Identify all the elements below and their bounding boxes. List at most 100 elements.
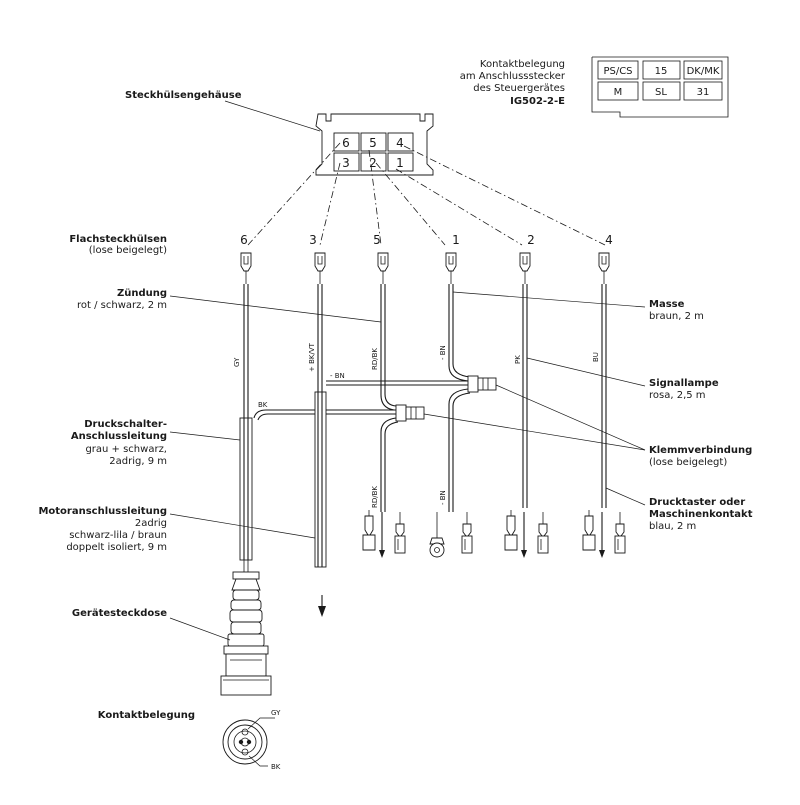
end-terminal-group-2b bbox=[461, 512, 473, 554]
label-kontaktbelegung: Kontaktbelegung bbox=[98, 710, 195, 721]
contact-cell-2 bbox=[642, 60, 681, 80]
wire-code-pk: PK bbox=[514, 355, 522, 364]
socket-contact-view bbox=[222, 717, 275, 767]
label-zuendung: Zündung bbox=[117, 288, 167, 299]
wire-code-rdbk-lower: RD/BK bbox=[371, 486, 379, 508]
flat-terminal-1 bbox=[445, 252, 457, 284]
connector-housing: 6 5 4 3 2 1 bbox=[315, 113, 434, 176]
contact-cell-5 bbox=[642, 81, 681, 101]
wire-code-bn-lower: - BN bbox=[439, 490, 447, 505]
assign-line-4 bbox=[403, 145, 606, 246]
label-klemm: Klemmverbindung bbox=[649, 445, 752, 456]
terminal-number-4: 4 bbox=[605, 233, 613, 247]
wire-code-bn: - BN bbox=[439, 345, 447, 360]
end-terminals bbox=[362, 510, 626, 558]
end-terminal-group-3b bbox=[537, 512, 549, 554]
pressure-switch-cable bbox=[239, 417, 253, 561]
housing-pin-5: 5 bbox=[369, 136, 377, 150]
label-zuendung-sub: rot / schwarz, 2 m bbox=[77, 300, 167, 311]
leader-druckschalter bbox=[169, 431, 241, 441]
flat-terminal-3 bbox=[314, 252, 326, 284]
assign-line-6 bbox=[247, 142, 341, 246]
end-terminal-group-4 bbox=[582, 510, 605, 558]
housing-pin-3: 3 bbox=[342, 156, 350, 170]
terminal-number-6: 6 bbox=[240, 233, 248, 247]
housing-leader bbox=[224, 100, 321, 132]
wire-code-gy: GY bbox=[233, 357, 241, 367]
wire-bn-upper bbox=[448, 284, 469, 382]
housing-cell-3 bbox=[333, 152, 360, 172]
label-druckschalter-2: Anschlussleitung bbox=[71, 431, 167, 442]
label-masse-sub: braun, 2 m bbox=[649, 311, 704, 322]
assign-line-1 bbox=[395, 168, 523, 246]
contact-caption-line-1: Kontaktbelegung bbox=[480, 59, 565, 70]
contact-table: PS/CS 15 DK/MK M SL 31 bbox=[591, 56, 729, 118]
wire-code-rdbk: RD/BK bbox=[371, 348, 379, 370]
contact-cell-1 bbox=[597, 60, 639, 80]
housing-pin-2: 2 bbox=[369, 156, 377, 170]
flat-terminal-2 bbox=[519, 252, 531, 284]
terminal-number-1: 1 bbox=[452, 233, 460, 247]
wire-code-bu: BU bbox=[592, 352, 600, 362]
contact-caption-line-3: des Steuergerätes bbox=[473, 83, 565, 94]
end-terminal-group-4b bbox=[614, 512, 626, 554]
flat-terminal-sublabel: (lose beigelegt) bbox=[89, 245, 167, 256]
flat-terminal-5 bbox=[377, 252, 389, 284]
housing-label: Steckhülsengehäuse bbox=[125, 90, 242, 101]
housing-pin-1: 1 bbox=[396, 156, 404, 170]
motor-cable bbox=[314, 391, 327, 568]
contact-cell-4 bbox=[597, 81, 639, 101]
clamp-connector-1 bbox=[467, 375, 497, 393]
housing-pin-6: 6 bbox=[342, 136, 350, 150]
motor-arrow bbox=[318, 595, 326, 617]
wires bbox=[243, 284, 607, 512]
contact-caption: Kontaktbelegung am Anschlussstecker des … bbox=[460, 59, 566, 107]
end-terminal-group-1b bbox=[394, 512, 406, 554]
contact-cell-text-4: M bbox=[614, 87, 623, 98]
contact-cell-text-3: DK/MK bbox=[687, 66, 720, 77]
flat-terminal-6 bbox=[240, 252, 252, 284]
pin-assignment-lines bbox=[247, 142, 606, 246]
label-drucktaster-2: Maschinenkontakt bbox=[649, 509, 753, 520]
leader-signallampe bbox=[526, 357, 646, 387]
label-signallampe-sub: rosa, 2,5 m bbox=[649, 390, 706, 401]
socket-code-bk: BK bbox=[271, 763, 281, 771]
terminal-number-5: 5 bbox=[373, 233, 381, 247]
contact-cell-6 bbox=[683, 81, 723, 101]
label-masse: Masse bbox=[649, 299, 685, 310]
assign-line-5 bbox=[368, 149, 382, 246]
wire-code-bn-horizontal: - BN bbox=[330, 372, 345, 380]
label-druckschalter: Druckschalter- bbox=[84, 419, 167, 430]
contact-cell-text-1: PS/CS bbox=[603, 66, 632, 77]
contact-cell-3 bbox=[683, 60, 723, 80]
contact-caption-line-2: am Anschlussstecker bbox=[460, 71, 566, 82]
housing-cell-1 bbox=[387, 152, 414, 172]
leader-klemm-2 bbox=[423, 413, 646, 451]
contact-caption-model: IG502-2-E bbox=[510, 96, 565, 107]
contact-cell-text-5: SL bbox=[655, 87, 667, 98]
label-druckschalter-4: 2adrig, 9 m bbox=[109, 456, 167, 467]
label-motor: Motoranschlussleitung bbox=[38, 506, 167, 517]
clamp-connector-2 bbox=[395, 404, 425, 422]
wire-code-bk: BK bbox=[258, 401, 268, 409]
leader-zuendung bbox=[169, 295, 382, 323]
end-terminal-group-1 bbox=[362, 510, 385, 558]
label-drucktaster-3: blau, 2 m bbox=[649, 521, 696, 532]
contact-cell-text-2: 15 bbox=[655, 66, 668, 77]
wire-code-bkvt: + BK/VT bbox=[308, 342, 316, 372]
device-socket bbox=[220, 560, 272, 696]
housing-cell-4 bbox=[387, 132, 414, 152]
wire-bk-horizontal bbox=[253, 409, 316, 419]
housing-pin-4: 4 bbox=[396, 136, 404, 150]
wire-rdbk-upper bbox=[380, 284, 395, 411]
assign-line-2 bbox=[375, 162, 446, 246]
label-motor-2: 2adrig bbox=[135, 518, 167, 529]
flat-terminals bbox=[240, 252, 610, 284]
housing-cell-6 bbox=[333, 132, 360, 152]
label-motor-4: doppelt isoliert, 9 m bbox=[66, 542, 167, 553]
contact-table-frame bbox=[591, 56, 729, 118]
leader-masse bbox=[452, 291, 646, 308]
terminal-number-2: 2 bbox=[527, 233, 535, 247]
